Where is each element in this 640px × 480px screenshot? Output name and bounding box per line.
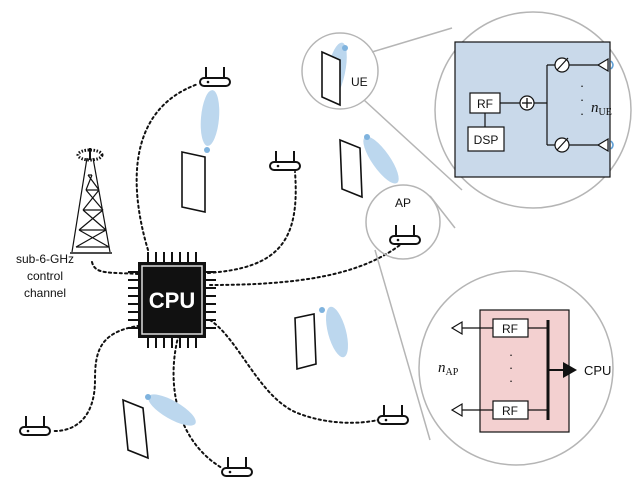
ap-ellipsis-1: · [509, 347, 513, 362]
ap-ellipsis-3: · [509, 373, 513, 388]
ap-rf-label-bottom: RF [502, 404, 518, 418]
ue-zoom-circle [301, 32, 379, 110]
wire-cpu-ap-bottomright [209, 319, 379, 424]
ap-detail-circle: · · · [418, 270, 614, 466]
fronthaul-wires [51, 83, 401, 469]
ap-ellipsis-2: · [509, 360, 513, 375]
ap-label: AP [395, 196, 411, 210]
wire-cpu-ap-top [135, 83, 199, 251]
cpu-chip-icon [128, 252, 216, 348]
ue-dsp-label: DSP [474, 133, 499, 147]
control-channel-label-line1: sub-6-GHz [16, 252, 74, 266]
ue-label: UE [351, 75, 368, 89]
wire-cpu-ap-left [51, 324, 146, 433]
ue-ellipsis-1: · [580, 78, 584, 93]
ue-detail-circle: · · · [434, 11, 632, 209]
control-channel-label-line3: channel [24, 286, 66, 300]
wire-tower-cpu [91, 261, 139, 275]
cell-tower-icon [70, 148, 112, 254]
control-channel-label-line2: control [27, 269, 63, 283]
n-ue-label: nUE [591, 100, 612, 118]
antenna-icon [596, 57, 614, 153]
phase-shifter-icon [554, 57, 570, 153]
ue-rf-label: RF [477, 97, 493, 111]
cpu-output-label: CPU [584, 363, 611, 378]
user-equipment-icon [122, 90, 399, 460]
ue-ellipsis-3: · [580, 106, 584, 121]
zoom-connectors [363, 27, 463, 441]
ue-dsp-block [467, 126, 505, 152]
wire-cpu-ap-mid [207, 171, 297, 274]
wire-cpu-ap-bottom [172, 329, 223, 469]
ap-rf-label-top: RF [502, 322, 518, 336]
n-ap-label: nAP [438, 360, 459, 378]
cpu-label: CPU [149, 288, 195, 313]
wire-cpu-ap-right [209, 244, 401, 286]
ap-zoom-circle [365, 184, 441, 260]
ue-ellipsis-2: · [580, 92, 584, 107]
